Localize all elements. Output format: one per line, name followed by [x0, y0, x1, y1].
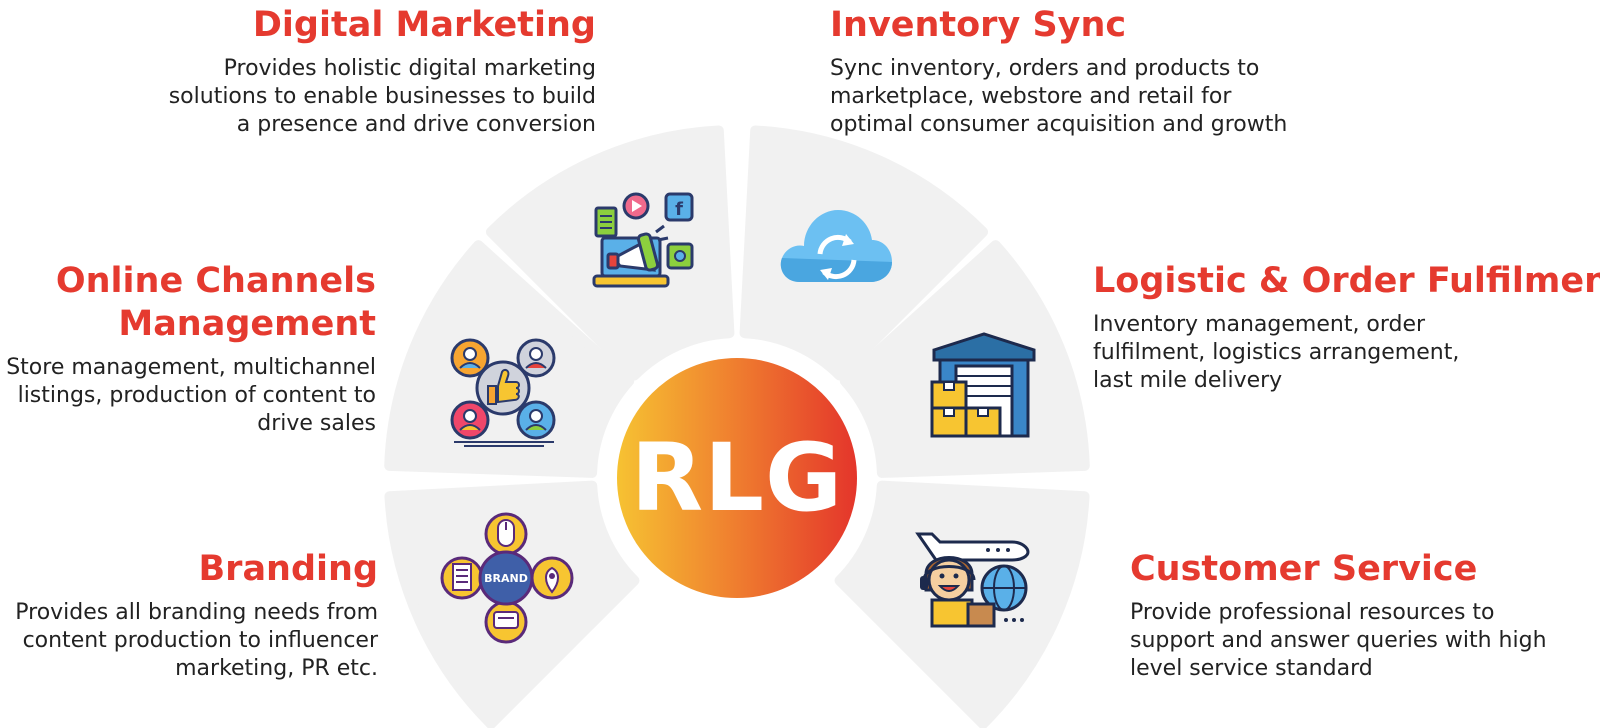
svg-text:f: f	[675, 199, 683, 220]
service-title: Branding	[198, 549, 379, 589]
megaphone-laptop-icon: f	[590, 188, 700, 302]
segment-online-channels	[384, 240, 635, 478]
cloud-sync-icon	[776, 196, 896, 292]
service-title: Inventory Sync	[830, 5, 1127, 45]
center-circle	[617, 358, 857, 598]
service-description: Provides holistic digital marketing solu…	[168, 56, 596, 137]
brand-icon-text: BRAND	[484, 572, 528, 585]
center-label: RLG	[630, 423, 844, 533]
service-description: Provide professional resources to suppor…	[1130, 600, 1547, 681]
service-online-channels-management: Online Channels Management Store managem…	[6, 260, 376, 438]
service-description: Store management, multichannel listings,…	[6, 355, 376, 436]
support-agent-icon	[912, 512, 1036, 636]
service-customer-service: Customer Service Provide professional re…	[1130, 548, 1547, 683]
service-description: Inventory management, order fulfilment, …	[1093, 312, 1460, 393]
service-inventory-sync: Inventory Sync Sync inventory, orders an…	[830, 4, 1287, 139]
service-title: Online Channels Management	[55, 261, 376, 344]
network-thumbs-up-icon	[448, 336, 560, 452]
warehouse-boxes-icon	[928, 330, 1040, 446]
service-description: Provides all branding needs from content…	[15, 600, 378, 681]
service-description: Sync inventory, orders and products to m…	[830, 56, 1288, 137]
service-title: Digital Marketing	[252, 5, 596, 45]
service-logistic-order-fulfilment: Logistic & Order Fulfilment Inventory ma…	[1093, 260, 1600, 395]
service-digital-marketing: Digital Marketing Provides holistic digi…	[169, 4, 596, 139]
service-title: Customer Service	[1130, 549, 1478, 589]
brand-hub-icon: BRAND	[440, 512, 576, 652]
service-title: Logistic & Order Fulfilment	[1093, 261, 1600, 301]
service-branding: Branding Provides all branding needs fro…	[15, 548, 378, 683]
